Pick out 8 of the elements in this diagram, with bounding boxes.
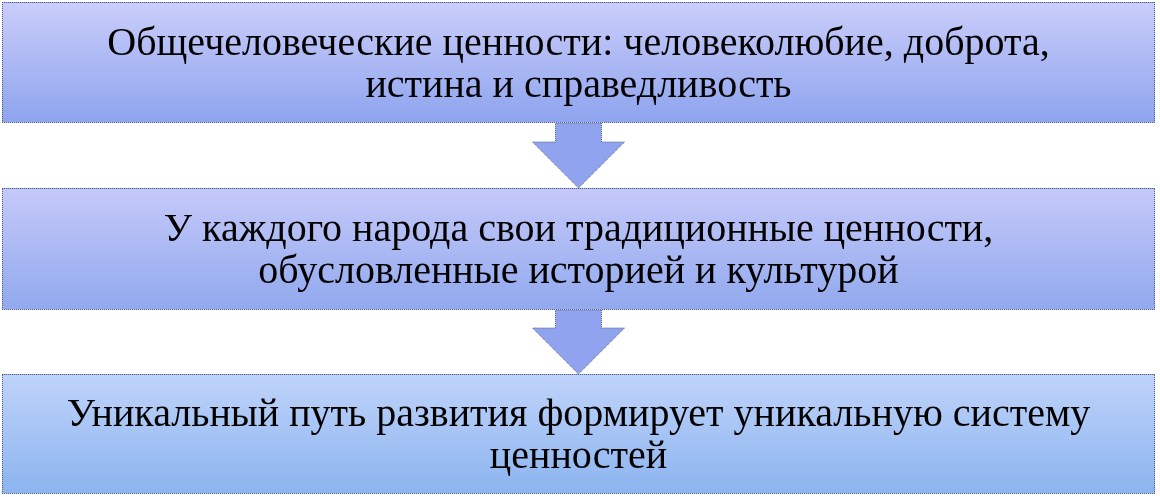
block-arrow	[532, 309, 625, 375]
box-text: Уникальный путь развития формирует уникальную систему ценностей	[65, 392, 1092, 476]
process-box	[2, 2, 1155, 123]
box-text: Общечеловеческие ценности: человеколюбие, доброта, истина и справедливость	[106, 20, 1051, 105]
process-box	[2, 188, 1155, 310]
box-text: У каждого народа свои традиционные ценности, обусловленные историей и культурой	[162, 207, 995, 291]
block-arrow	[532, 122, 625, 189]
process-box	[2, 374, 1155, 494]
